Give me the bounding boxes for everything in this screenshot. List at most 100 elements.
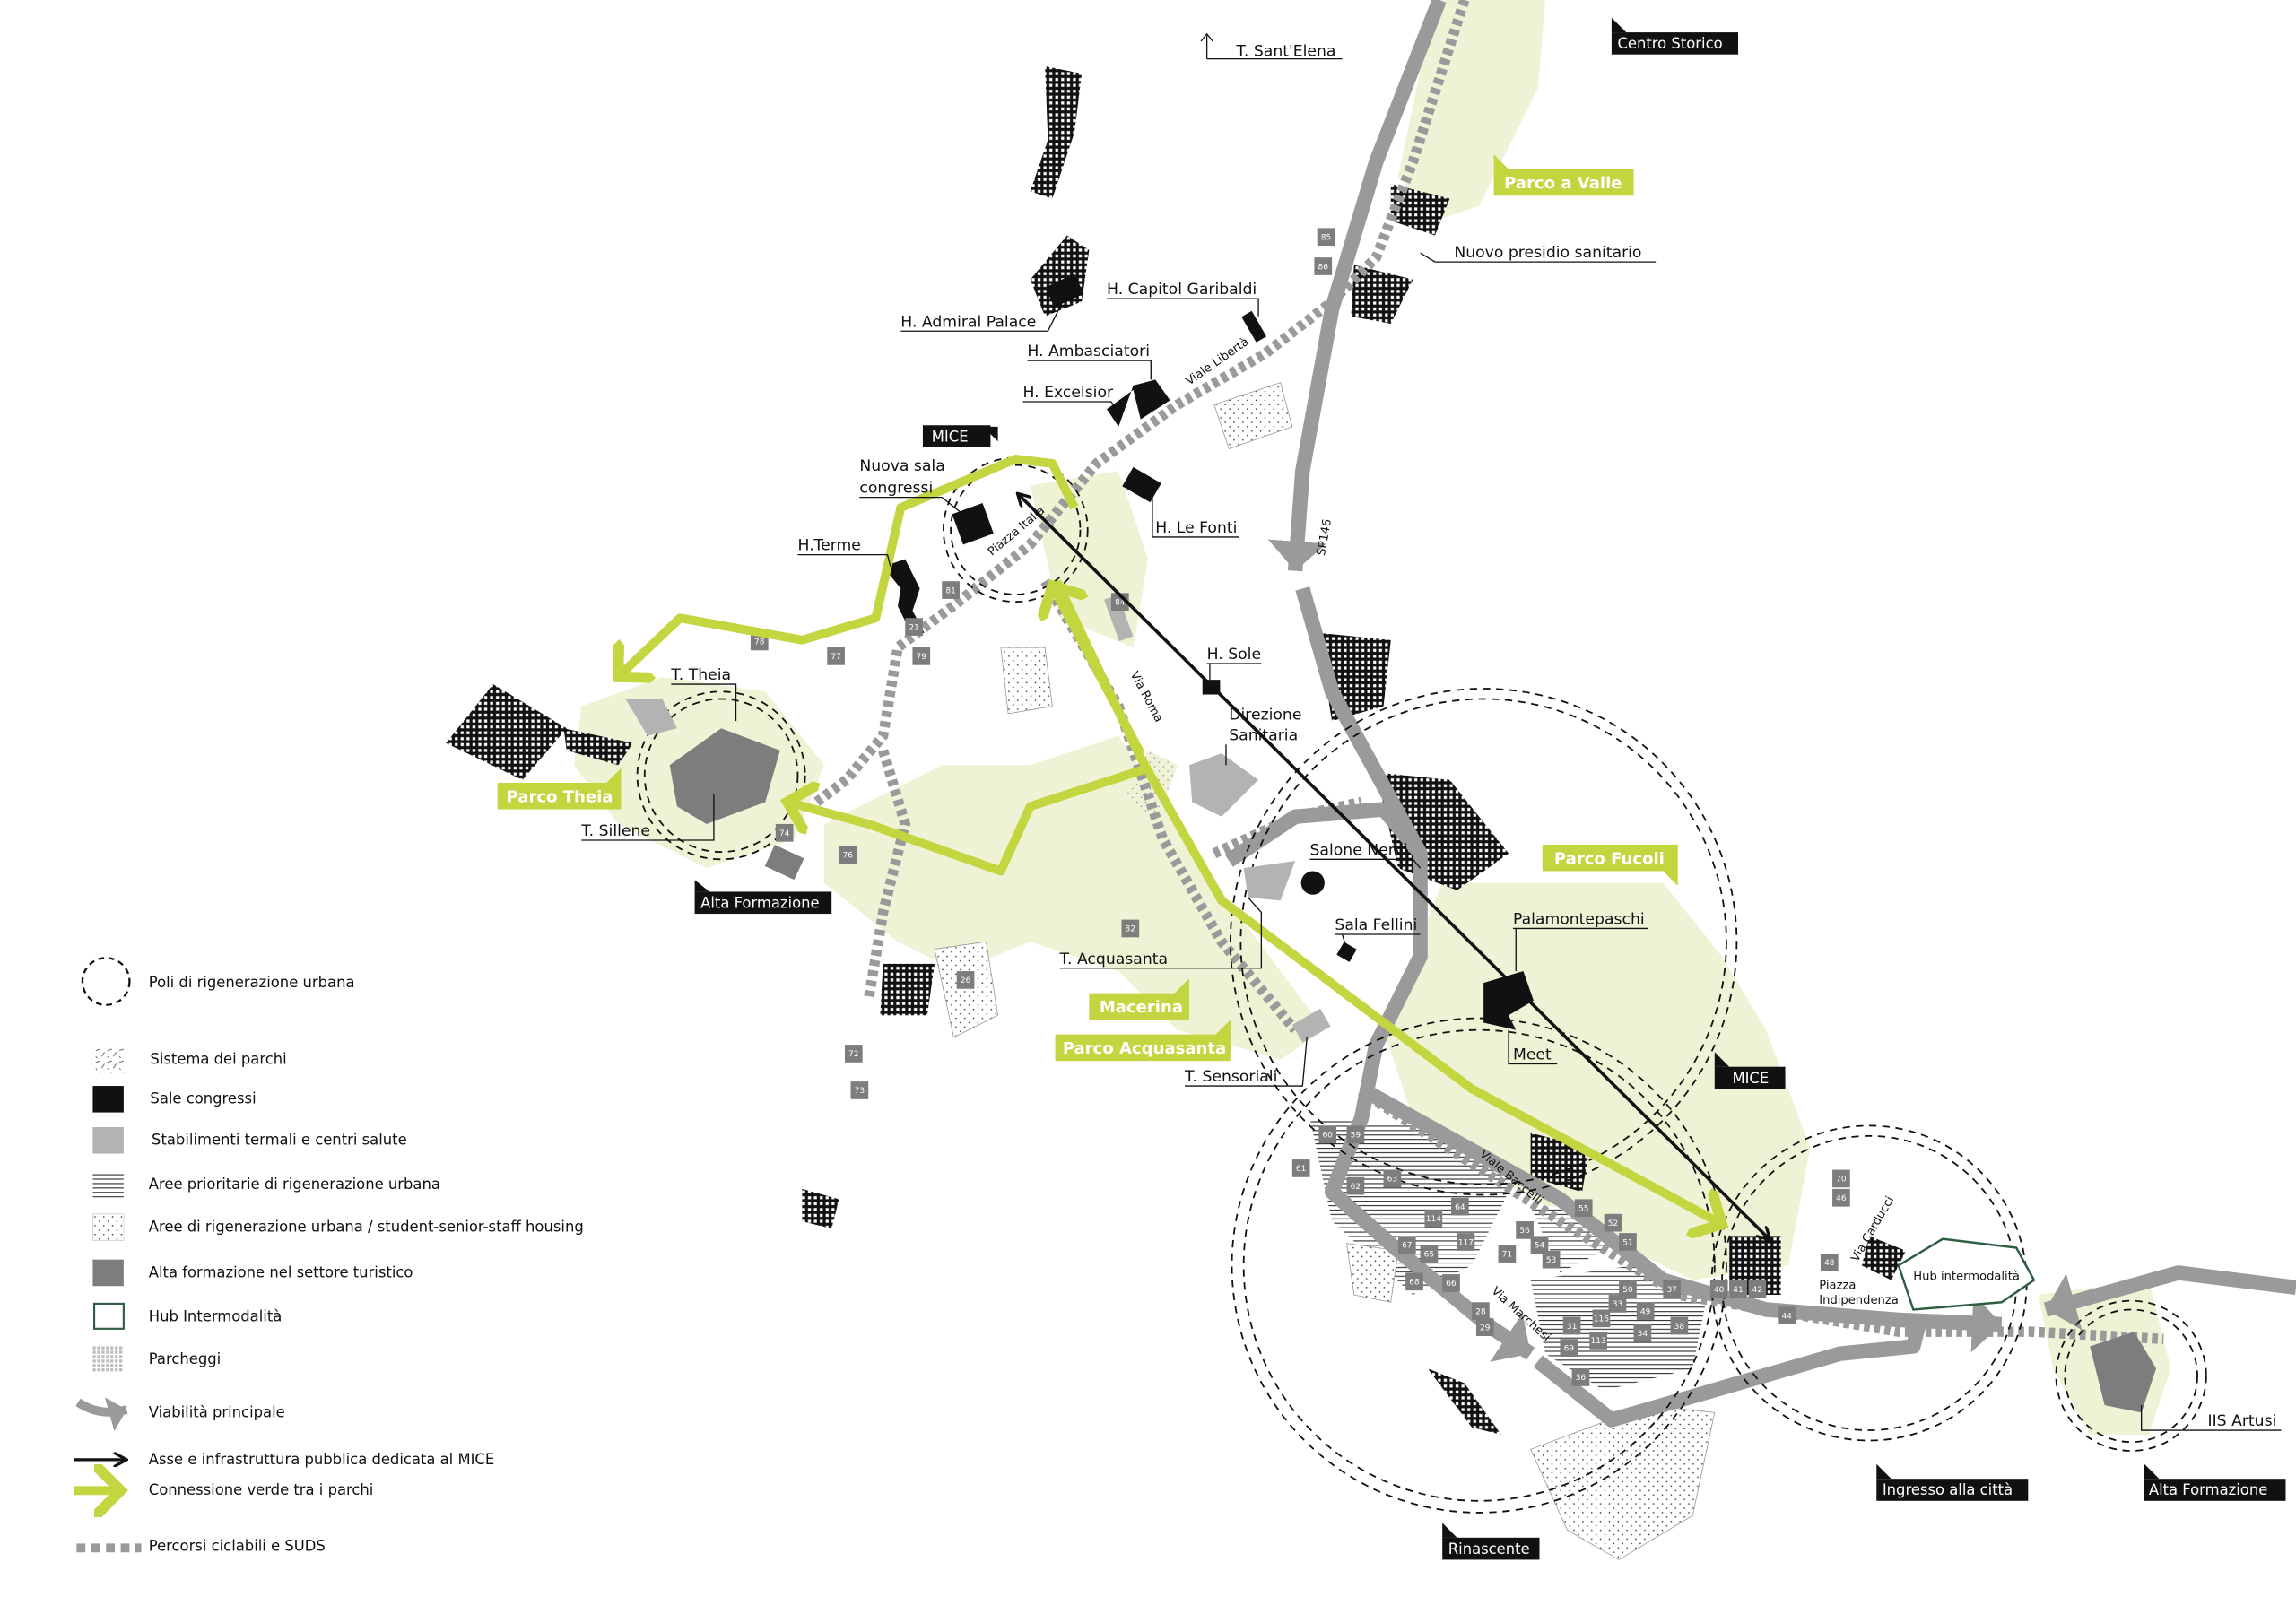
building-number: 63 <box>1387 1176 1398 1185</box>
building-terme <box>883 559 925 636</box>
building-number: 114 <box>1426 1215 1441 1224</box>
dark-gray-square-icon <box>92 1259 124 1287</box>
building-number: 78 <box>754 638 765 647</box>
legend-item: Sale congressi <box>92 1086 257 1113</box>
legend-label: Connessione verde tra i parchi <box>149 1481 374 1498</box>
legend-item: Aree di rigenerazione urbana / student-s… <box>92 1213 584 1241</box>
parking-area <box>1861 1236 1907 1280</box>
label-direzione-line1: Direzione <box>1229 706 1301 724</box>
legend-item: Asse e infrastruttura pubblica dedicata … <box>74 1451 494 1468</box>
building-number: 34 <box>1638 1330 1648 1339</box>
label-sillene: T. Sillene <box>580 822 650 840</box>
housing-regeneration-area <box>1530 1404 1716 1560</box>
building-number: 116 <box>1594 1315 1609 1324</box>
building-number: 67 <box>1402 1242 1412 1251</box>
street-via-roma: Via Roma <box>1127 669 1165 725</box>
label-admiral-palace: H. Admiral Palace <box>900 313 1036 331</box>
building-number: 51 <box>1622 1238 1632 1247</box>
building-number: 59 <box>1351 1131 1361 1140</box>
building-number: 21 <box>909 623 918 632</box>
tag-centro-storico: Centro Storico <box>1617 35 1722 52</box>
building-salone-nervi <box>1300 871 1325 895</box>
building-number: 29 <box>1480 1324 1491 1332</box>
legend-item: Stabilimenti termali e centri salute <box>92 1126 407 1154</box>
building-le-fonti <box>1122 466 1161 503</box>
building-number: 71 <box>1502 1250 1512 1259</box>
tag-alta-formazione-east: Alta Formazione <box>2149 1481 2267 1498</box>
building-nuova-sala-congressi <box>952 503 994 545</box>
dashed-circle-icon <box>81 957 131 1006</box>
place-labels: T. Sant'Elena Nuovo presidio sanitario H… <box>580 32 2282 1431</box>
legend-label: Viabilità principale <box>149 1403 285 1420</box>
legend: Poli di rigenerazione urbana Sistema dei… <box>74 957 584 1555</box>
label-piazza-line1: Piazza <box>1819 1279 1856 1292</box>
building-number: 79 <box>917 653 927 662</box>
label-ambasciatori: H. Ambasciatori <box>1027 343 1150 360</box>
building-number: 62 <box>1351 1183 1361 1192</box>
building-number: 113 <box>1591 1337 1606 1346</box>
legend-label: Aree di rigenerazione urbana / student-s… <box>149 1218 584 1235</box>
bike-path-north <box>813 0 1470 806</box>
building-number: 68 <box>1409 1279 1420 1288</box>
tag-alta-formazione-west: Alta Formazione <box>700 894 819 911</box>
parking-area <box>1351 265 1413 325</box>
grid-icon <box>92 1346 124 1374</box>
legend-label: Sistema dei parchi <box>150 1050 286 1067</box>
tag-parco-fucoli: Parco Fucoli <box>1554 849 1665 868</box>
label-piazza-line2: Indipendenza <box>1819 1294 1898 1307</box>
street-sp146: SP146 <box>1315 518 1335 557</box>
label-theia: T. Theia <box>670 666 731 684</box>
building-number: 40 <box>1714 1286 1725 1295</box>
building-t-theia <box>625 699 677 736</box>
legend-label: Hub Intermodalità <box>149 1308 283 1325</box>
legend-item: Sistema dei parchi <box>92 1046 287 1073</box>
building-capitol-garibaldi <box>1241 310 1267 343</box>
label-nuova-sala-line2: congressi <box>859 480 933 498</box>
tag-parco-acquasanta: Parco Acquasanta <box>1063 1039 1226 1058</box>
building-number: 72 <box>848 1050 858 1059</box>
building-number: 36 <box>1576 1374 1587 1383</box>
label-iis-artusi: IIS Artusi <box>2208 1412 2277 1430</box>
building-number: 44 <box>1781 1312 1792 1321</box>
green-tags: Parco a Valle Parco Theia Parco Fucoli M… <box>497 154 1678 1062</box>
building-number: 55 <box>1578 1205 1588 1214</box>
building-number: 82 <box>1126 925 1135 934</box>
park-parco-a-valle <box>1397 0 1546 221</box>
legend-item: Poli di rigenerazione urbana <box>81 957 355 1006</box>
building-number: 54 <box>1535 1242 1545 1251</box>
label-acquasanta: T. Acquasanta <box>1059 950 1169 968</box>
label-capitol-garibaldi: H. Capitol Garibaldi <box>1107 281 1257 299</box>
label-terme: H.Terme <box>797 537 860 555</box>
park-hatch-icon <box>92 1046 124 1073</box>
tag-parco-theia: Parco Theia <box>507 787 613 806</box>
building-number: 77 <box>831 653 840 662</box>
building-t-sillene <box>669 728 780 824</box>
pole-ring <box>1231 1017 1727 1514</box>
building-number: 33 <box>1613 1300 1623 1309</box>
pole-ring <box>2055 1299 2207 1452</box>
building-number: 28 <box>1475 1307 1486 1316</box>
building-number: 41 <box>1733 1286 1743 1295</box>
legend-item: Viabilità principale <box>75 1397 285 1432</box>
building-number: 42 <box>1752 1286 1762 1295</box>
street-piazza-italia: Piazza Italia <box>986 504 1048 559</box>
green-outline-square-icon <box>92 1302 125 1330</box>
legend-label: Asse e infrastruttura pubblica dedicata … <box>149 1451 494 1468</box>
legend-item: Parcheggi <box>92 1346 221 1374</box>
label-salone-nervi: Salone Nervi <box>1310 841 1408 859</box>
tag-rinascente: Rinascente <box>1448 1541 1530 1558</box>
label-direzione-line2: Sanitaria <box>1229 726 1298 744</box>
parking-area <box>563 728 633 766</box>
hub-intermodalita-area <box>1897 1237 2036 1311</box>
mice-axis-arrow <box>1019 494 1770 1238</box>
parking-area <box>880 963 935 1016</box>
building-number: 86 <box>1318 263 1329 272</box>
tag-mice-east: MICE <box>1732 1070 1769 1087</box>
parking-area <box>1030 65 1083 199</box>
building-number: 60 <box>1322 1131 1333 1140</box>
housing-regeneration-area <box>1000 647 1053 715</box>
label-excelsior: H. Excelsior <box>1023 384 1114 402</box>
housing-regeneration-area <box>1213 382 1293 450</box>
building-number: 38 <box>1674 1323 1685 1332</box>
